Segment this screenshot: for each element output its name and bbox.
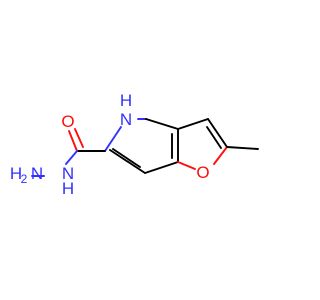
bond-c3a-c4 (144, 161, 179, 174)
bond-nh-c5 (104, 126, 122, 152)
carbonyl-oxygen-label: O (61, 112, 74, 131)
bonds (31, 118, 259, 177)
bond-nh-c7a-carbon (145, 118, 179, 130)
bond-c7a-c7 (177, 118, 209, 130)
bond-carbonyl-o-double (74, 128, 84, 148)
bond-c4-c5 (109, 149, 146, 174)
bond-c7-c2 (207, 118, 228, 148)
bond-carbonyl-o (68, 130, 78, 152)
bond-o1-c3a (177, 161, 196, 170)
amine-h-label: H (10, 164, 22, 183)
molecule-diagram: O O N H N H N H 2 (10, 91, 259, 198)
bond-c4-c5-inner (112, 148, 141, 168)
structure-canvas: O O N H N H N H 2 (10, 91, 259, 198)
pyrrole-h-label: H (120, 91, 132, 110)
hydrazide-n-label: N (62, 164, 74, 183)
amine-n-label: N (31, 164, 43, 183)
bond-carbonyl-nh (65, 150, 78, 165)
pyrrole-n-label: N (120, 110, 132, 129)
hydrazide-h-label: H (62, 179, 74, 198)
amine-h-subscript: 2 (21, 172, 28, 186)
ring-oxygen-label: O (196, 163, 209, 182)
bond-c7-c2-inner (206, 126, 222, 149)
bond-c2-methyl (226, 146, 259, 150)
atom-labels: O O N H N H N H 2 (10, 91, 210, 198)
bond-c2-o1 (213, 146, 228, 165)
